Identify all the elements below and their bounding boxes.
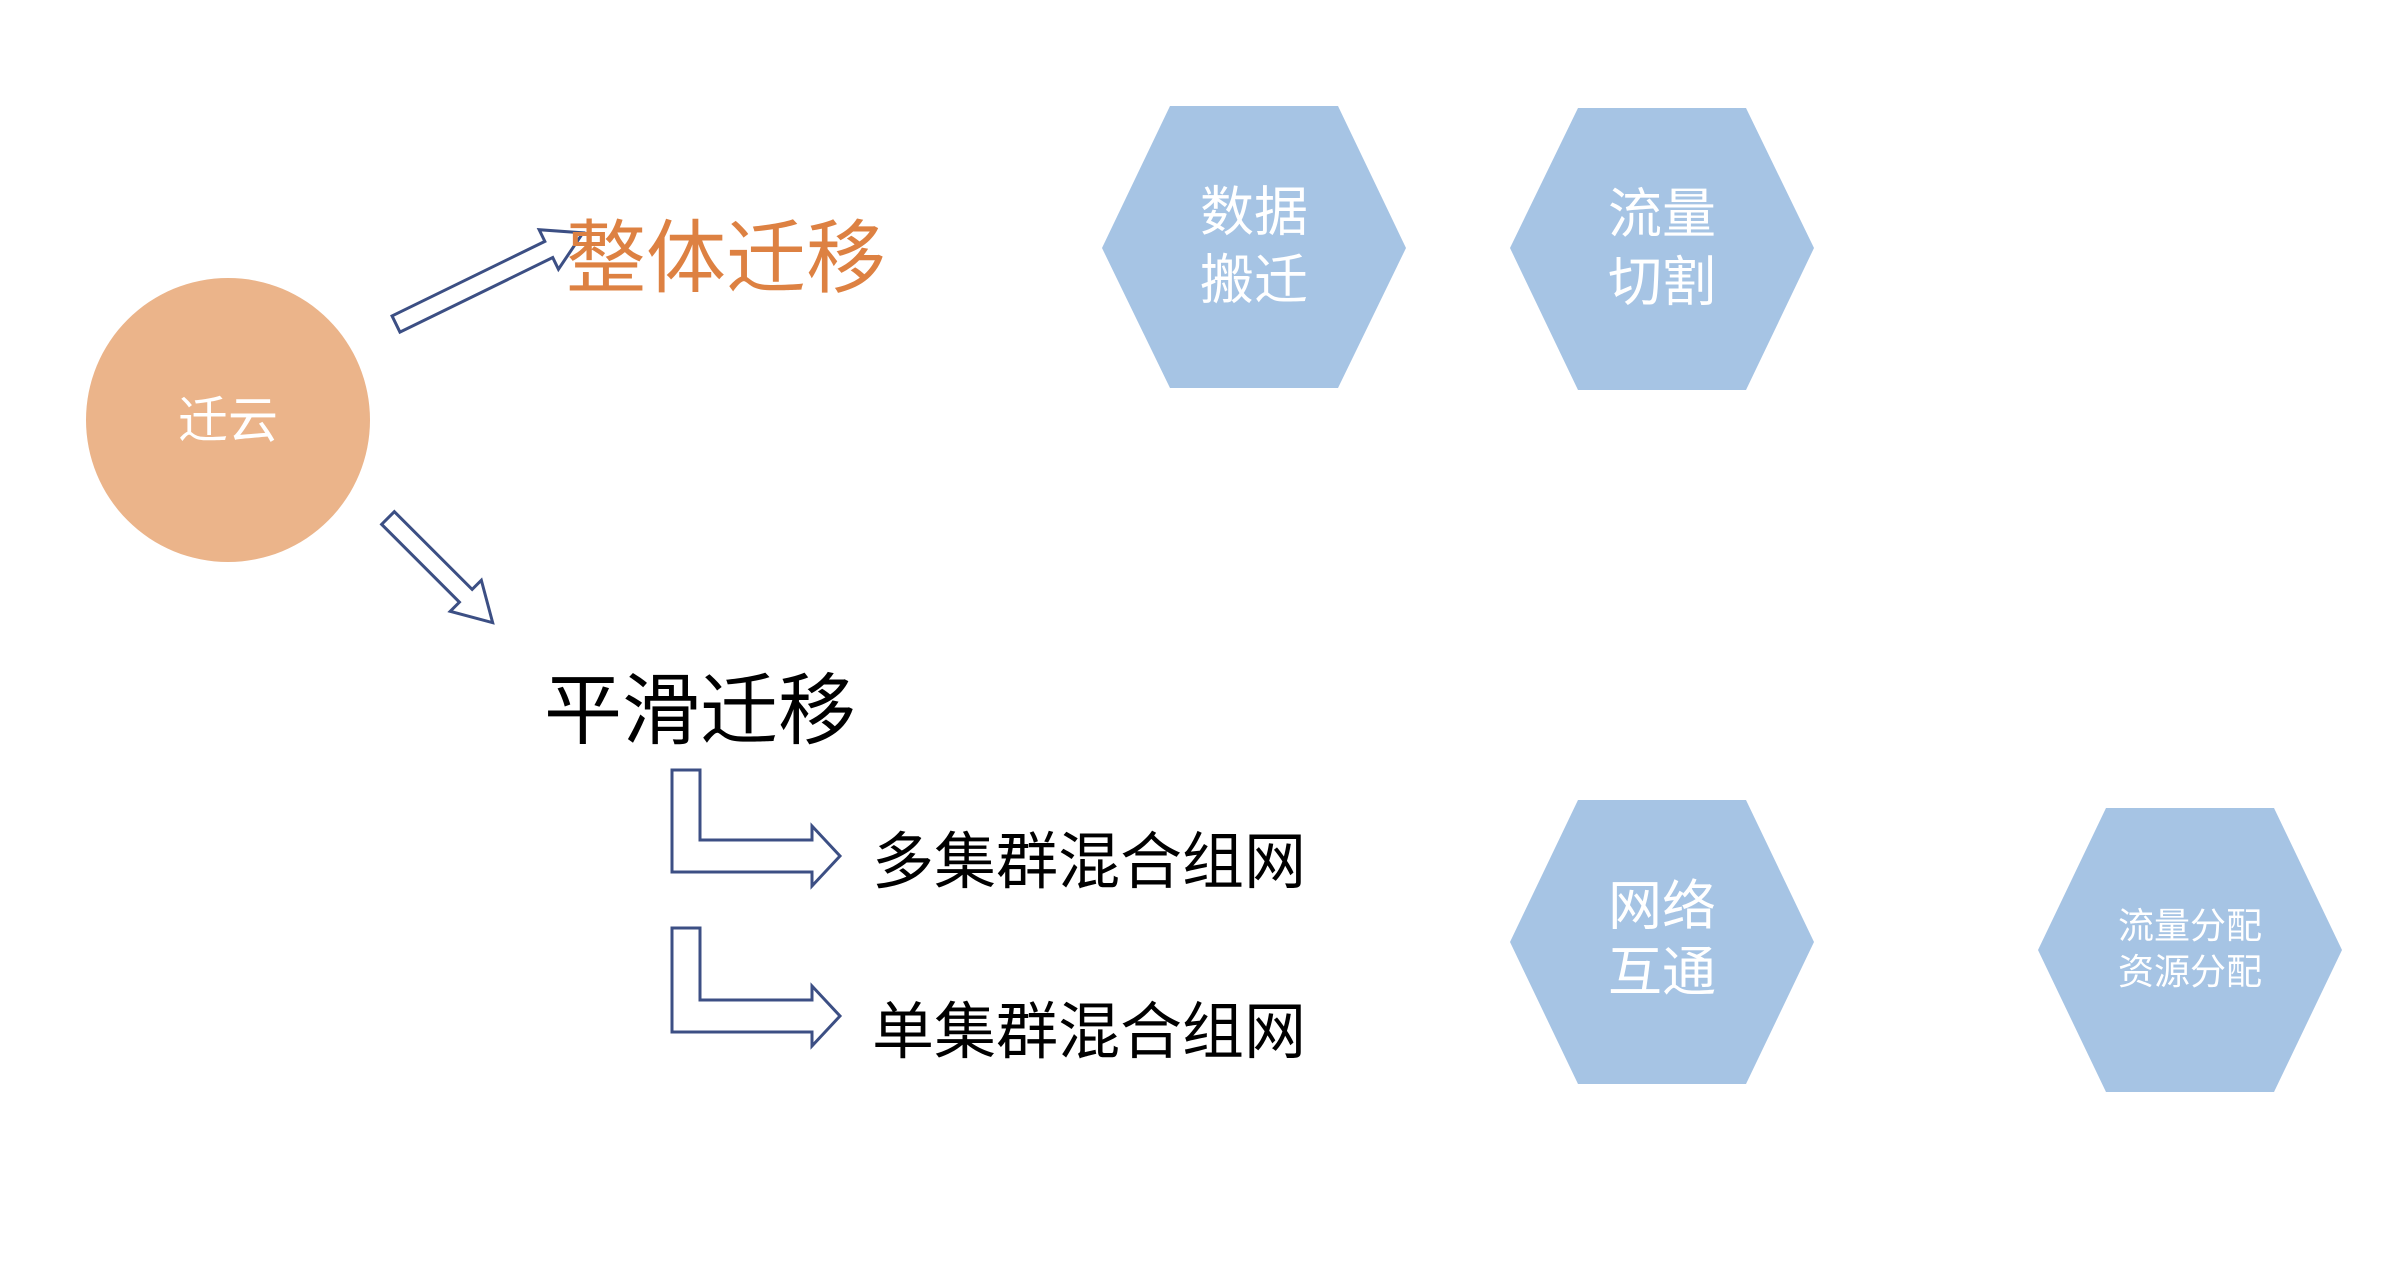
bent-arrow-single-cluster [670, 926, 843, 1050]
hexagon-data-move-line2: 搬迁 [1200, 249, 1308, 312]
hexagon-data-move: 数据 搬迁 [1102, 106, 1406, 388]
root-node: 迁云 [86, 278, 370, 562]
hexagon-network-line1: 网络 [1608, 875, 1716, 938]
root-circle [86, 278, 370, 562]
hexagon-data-move-line1: 数据 [1200, 181, 1308, 244]
hexagon-network-line2: 互通 [1608, 941, 1716, 1004]
single-cluster-label: 单集群混合组网 [872, 995, 1306, 1068]
arrow-to-smooth-migration [379, 509, 495, 625]
arrow-to-whole-migration [390, 228, 586, 335]
hexagon-allocation-line2: 资源分配 [2118, 952, 2262, 993]
hexagon-traffic-switch-line2: 切割 [1608, 251, 1716, 314]
hexagon-allocation-line1: 流量分配 [2118, 906, 2262, 947]
multi-cluster-label: 多集群混合组网 [872, 825, 1306, 898]
hexagon-traffic-switch: 流量 切割 [1510, 108, 1814, 390]
smooth-migration-label: 平滑迁移 [544, 666, 856, 756]
whole-migration-label: 整体迁移 [566, 212, 886, 305]
hexagon-allocation: 流量分配 资源分配 [2038, 808, 2342, 1092]
hexagon-network: 网络 互通 [1510, 800, 1814, 1084]
root-label: 迁云 [178, 392, 278, 450]
bent-arrow-multi-cluster [670, 768, 843, 890]
hexagon-traffic-switch-line1: 流量 [1608, 183, 1716, 246]
